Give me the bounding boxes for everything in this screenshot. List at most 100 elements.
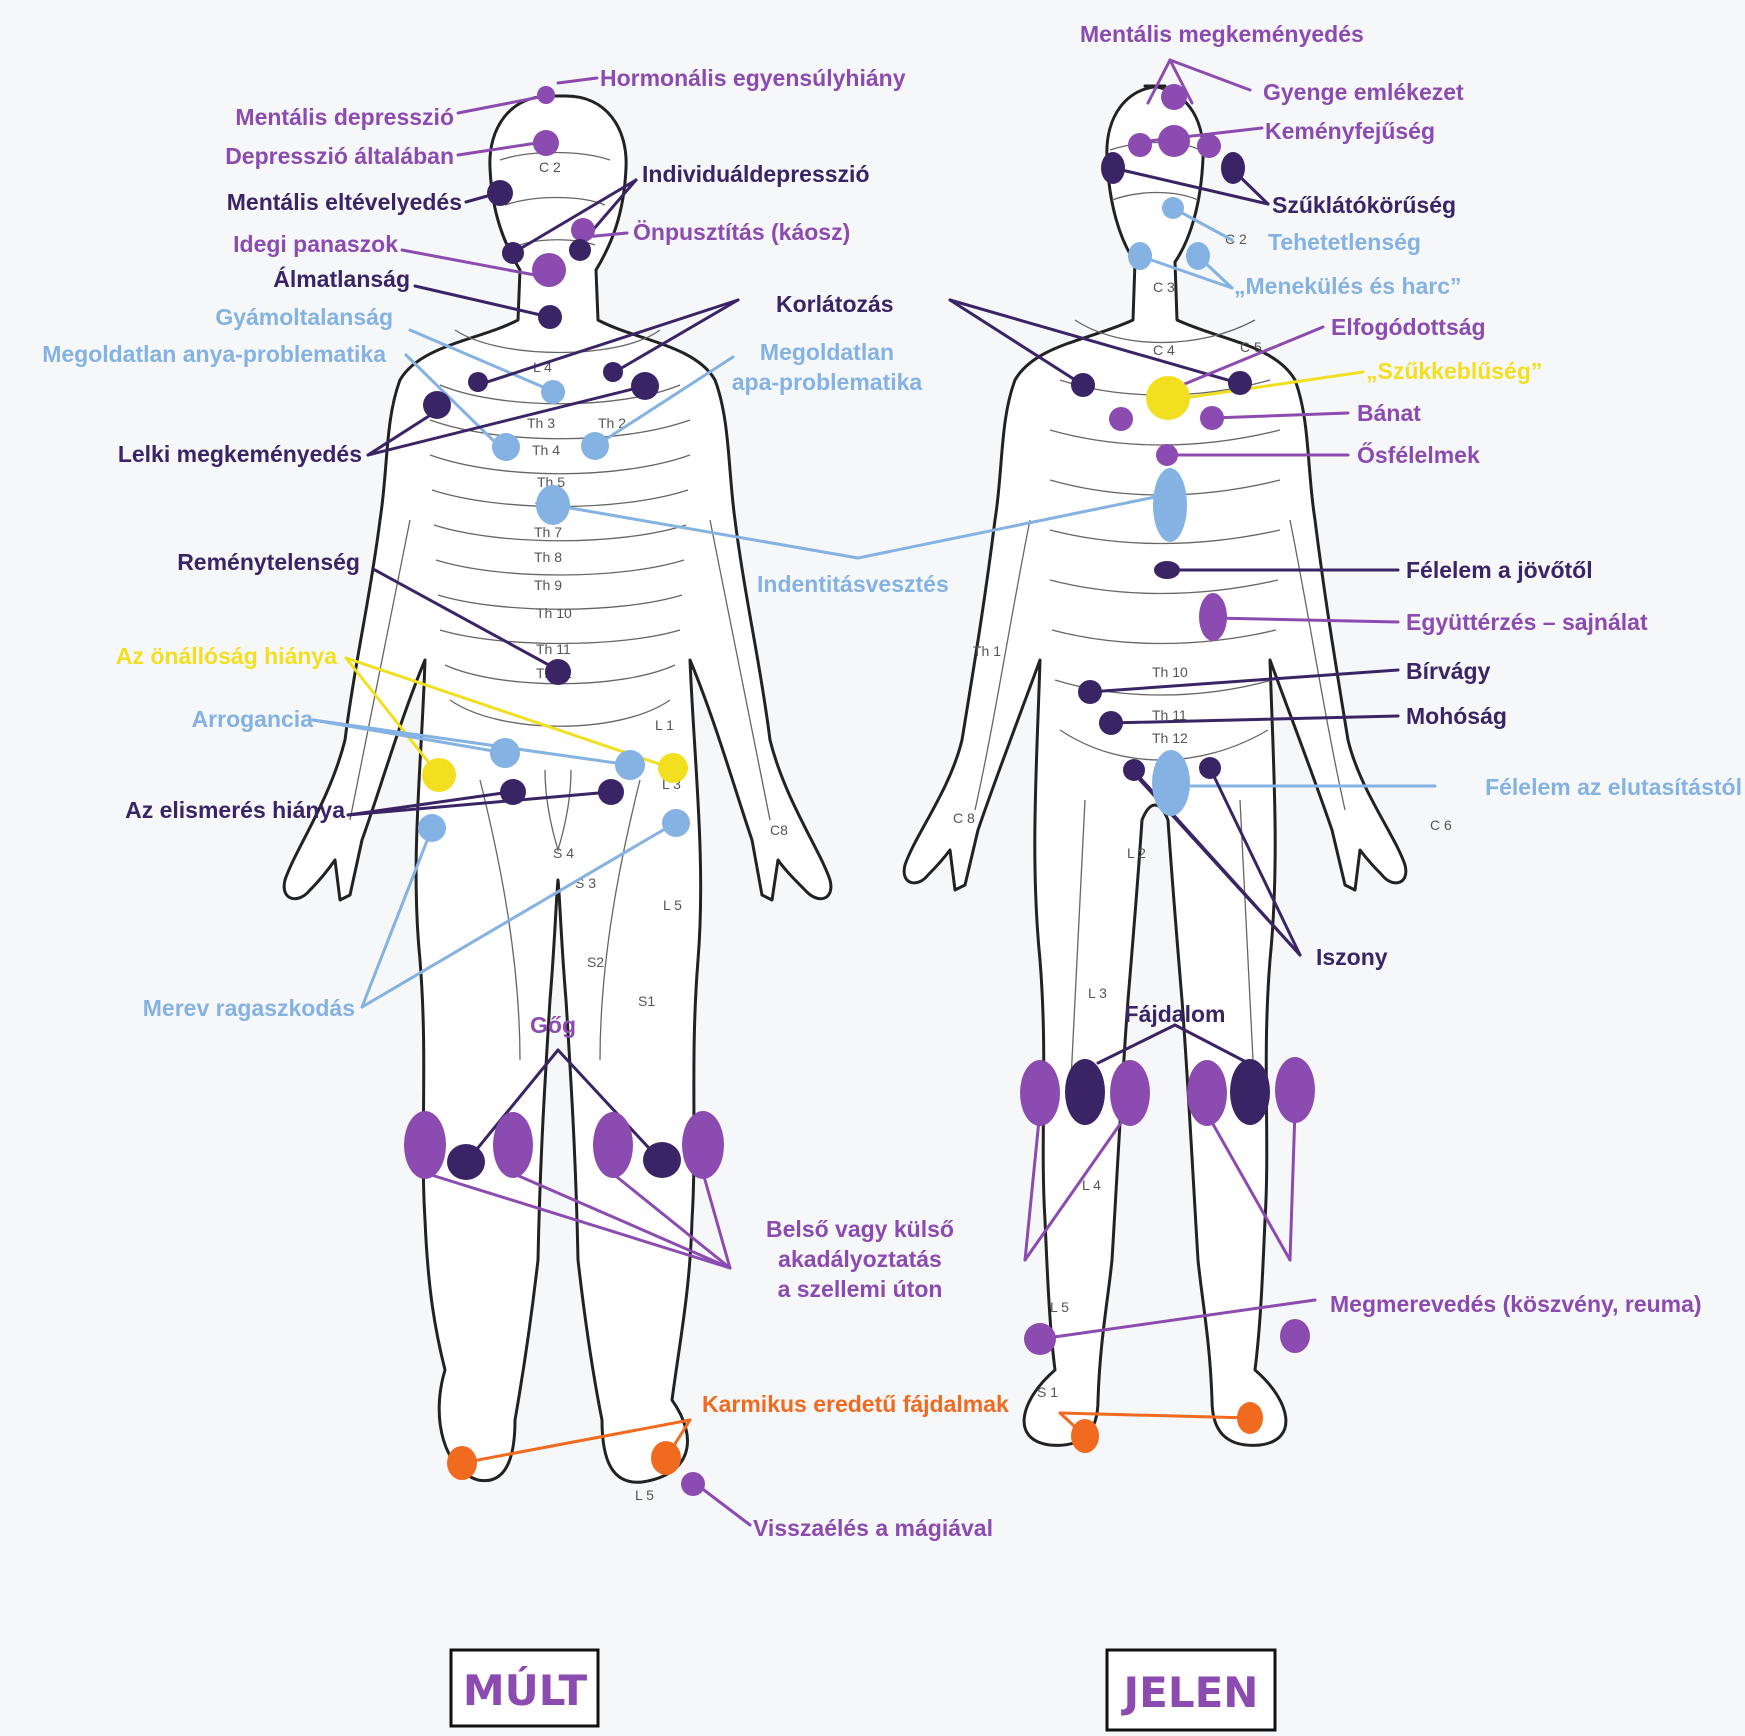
- dot: [1109, 407, 1133, 431]
- dot: [493, 1112, 533, 1178]
- dot: [1186, 242, 1210, 270]
- dot: [1161, 84, 1187, 110]
- dot: [532, 253, 566, 287]
- label-remenytelenseg: Reménytelenség: [177, 549, 360, 575]
- label-mentalis-depresszio: Mentális depresszió: [235, 104, 454, 130]
- label-depresszio-altalaban: Depresszió általában: [225, 143, 454, 169]
- dot: [631, 372, 659, 400]
- dot: [1199, 757, 1221, 779]
- dot: [1099, 711, 1123, 735]
- dot: [593, 1112, 633, 1178]
- dot: [1197, 134, 1221, 158]
- dot: [1123, 759, 1145, 781]
- label-elfogodottsag: Elfogódottság: [1331, 314, 1486, 340]
- dot: [1065, 1059, 1105, 1125]
- dot: [447, 1144, 485, 1180]
- dot: [404, 1111, 446, 1179]
- label-felelem-jovo: Félelem a jövőtől: [1406, 557, 1593, 583]
- label-tehetetlenseg: Tehetetlenség: [1268, 229, 1421, 255]
- connector: [558, 78, 597, 83]
- label-banat: Bánat: [1357, 400, 1421, 426]
- segment-label: S1: [638, 993, 655, 1009]
- dot: [1153, 468, 1187, 542]
- dot: [651, 1441, 681, 1475]
- segment-label: C 4: [1153, 342, 1175, 358]
- label-belso-line2: akadályoztatás: [778, 1246, 942, 1272]
- dot: [422, 758, 456, 792]
- label-identitas: Indentitásvesztés: [757, 571, 949, 597]
- connector: [1290, 1110, 1295, 1260]
- label-szukkebluseg: „Szűkkeblűség”: [1366, 358, 1542, 384]
- dot: [569, 239, 591, 261]
- segment-label: L 2: [1127, 845, 1146, 861]
- jelen-box: JELEN: [1107, 1650, 1275, 1730]
- label-anya: Megoldatlan anya-problematika: [42, 341, 386, 367]
- segment-label: C 2: [539, 159, 561, 175]
- labels: Hormonális egyensúlyhiány Mentális depre…: [42, 21, 1742, 1541]
- label-birvagy: Bírvágy: [1406, 658, 1491, 684]
- dot: [1200, 406, 1224, 430]
- dot: [447, 1446, 477, 1480]
- segment-label: L 5: [635, 1487, 654, 1503]
- dot: [502, 242, 524, 264]
- dot: [1230, 1059, 1270, 1125]
- dot: [1228, 371, 1252, 395]
- dot: [1071, 373, 1095, 397]
- dot: [662, 809, 690, 837]
- segment-label: C 8: [953, 810, 975, 826]
- dot: [1280, 1319, 1310, 1353]
- dot: [1078, 680, 1102, 704]
- dot: [1152, 750, 1190, 816]
- segment-label: L 3: [1088, 985, 1107, 1001]
- segment-label: C8: [770, 822, 788, 838]
- segment-label: Th 1: [973, 643, 1001, 659]
- dot: [1146, 376, 1190, 420]
- label-idegi-panaszok: Idegi panaszok: [233, 231, 398, 257]
- segment-label: C 6: [1430, 817, 1452, 833]
- connector: [700, 1487, 750, 1525]
- label-belso-line3: a szellemi úton: [778, 1276, 943, 1302]
- dot: [658, 753, 688, 783]
- dot: [500, 779, 526, 805]
- segment-label: Th 10: [1152, 664, 1188, 680]
- dot: [603, 362, 623, 382]
- label-menekules: „Menekülés és harc”: [1234, 273, 1462, 299]
- segment-label: S 1: [1037, 1384, 1058, 1400]
- dot: [536, 485, 570, 525]
- dot: [468, 372, 488, 392]
- segment-label: Th 7: [534, 524, 562, 540]
- label-individualdepresszio: Individuáldepresszió: [642, 161, 870, 187]
- dot: [533, 130, 559, 156]
- dot: [1162, 197, 1184, 219]
- dot: [1024, 1323, 1056, 1355]
- dot: [682, 1111, 724, 1179]
- label-onpusztitas: Önpusztítás (káosz): [633, 219, 850, 245]
- label-apa-line1: Megoldatlan: [760, 339, 894, 365]
- segment-label: S2: [587, 954, 604, 970]
- segment-label: Th 3: [527, 415, 555, 431]
- connector: [703, 1173, 730, 1268]
- dot: [1101, 152, 1125, 184]
- segment-label: Th 11: [536, 641, 571, 657]
- dot: [1110, 1060, 1150, 1126]
- dot: [681, 1472, 705, 1496]
- label-egyutterzes: Együttérzés – sajnálat: [1406, 609, 1648, 635]
- label-arrogancia: Arrogancia: [192, 706, 314, 732]
- segment-label: Th 4: [532, 442, 560, 458]
- segment-label: S 4: [553, 845, 574, 861]
- label-onallosag: Az önállóság hiánya: [116, 643, 337, 669]
- segment-label: L 1: [655, 717, 674, 733]
- label-lelki: Lelki megkeményedés: [118, 441, 362, 467]
- dot: [1237, 1402, 1263, 1434]
- label-kemenyfejuseg: Keményfejűség: [1265, 118, 1435, 144]
- label-megmerevedes: Megmerevedés (köszvény, reuma): [1330, 1291, 1702, 1317]
- dot: [538, 305, 562, 329]
- dot: [418, 814, 446, 842]
- segment-label: S 3: [575, 875, 596, 891]
- dot: [545, 659, 571, 685]
- label-elismeres: Az elismerés hiánya: [125, 797, 345, 823]
- dot: [1187, 1060, 1227, 1126]
- dot: [1221, 152, 1245, 184]
- label-gyenge: Gyenge emlékezet: [1263, 79, 1464, 105]
- label-korlatozas: Korlátozás: [776, 291, 894, 317]
